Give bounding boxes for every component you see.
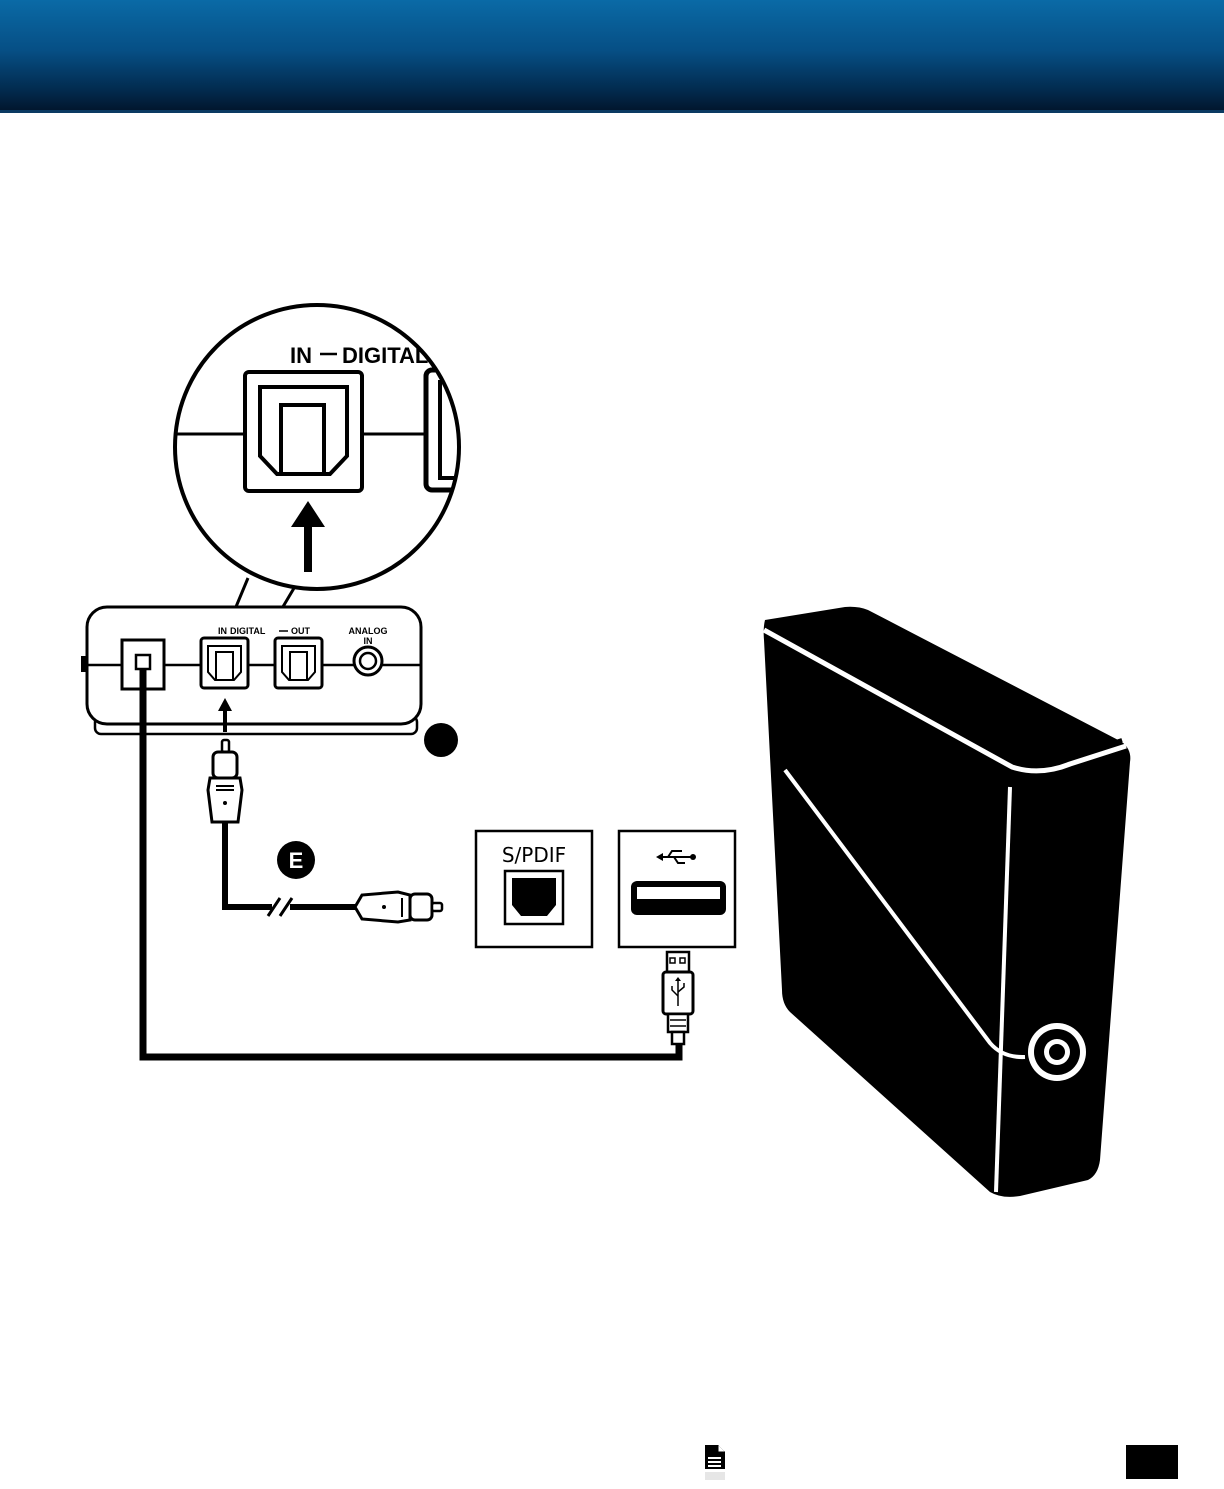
device-label-analog-in: IN [364,636,373,646]
device-digital-in-port [201,638,248,688]
optical-cable [208,740,442,922]
step-badge-letter: E [289,848,304,873]
zoomed-optical-port [245,372,362,491]
step-badge-e: E [277,841,315,879]
step-marker-dot [424,723,458,757]
spdif-port-panel: S/PDIF [476,831,592,947]
optical-plug-vertical [208,740,242,822]
document-icon [700,1442,730,1482]
audio-interface-device: IN DIGITAL OUT ANALOG IN [81,607,421,734]
spdif-label: S/PDIF [502,843,566,867]
device-analog-in-jack [354,647,382,675]
device-label-analog: ANALOG [349,626,388,636]
usb-plug-icon [663,952,693,1044]
optical-plug-horizontal [355,892,442,922]
device-label-in: IN [218,626,227,636]
zoom-label-in: IN [290,343,312,368]
console-power-button-icon [1028,1023,1086,1081]
device-label-digital: DIGITAL [230,626,266,636]
game-console [764,607,1131,1197]
usb-port-icon [631,881,726,915]
optical-port-icon [505,871,563,924]
device-digital-out-port [275,638,322,688]
usb-port-panel [619,831,735,947]
device-label-out: OUT [291,626,311,636]
page-number-box [1126,1445,1178,1479]
console-body [764,607,1131,1197]
